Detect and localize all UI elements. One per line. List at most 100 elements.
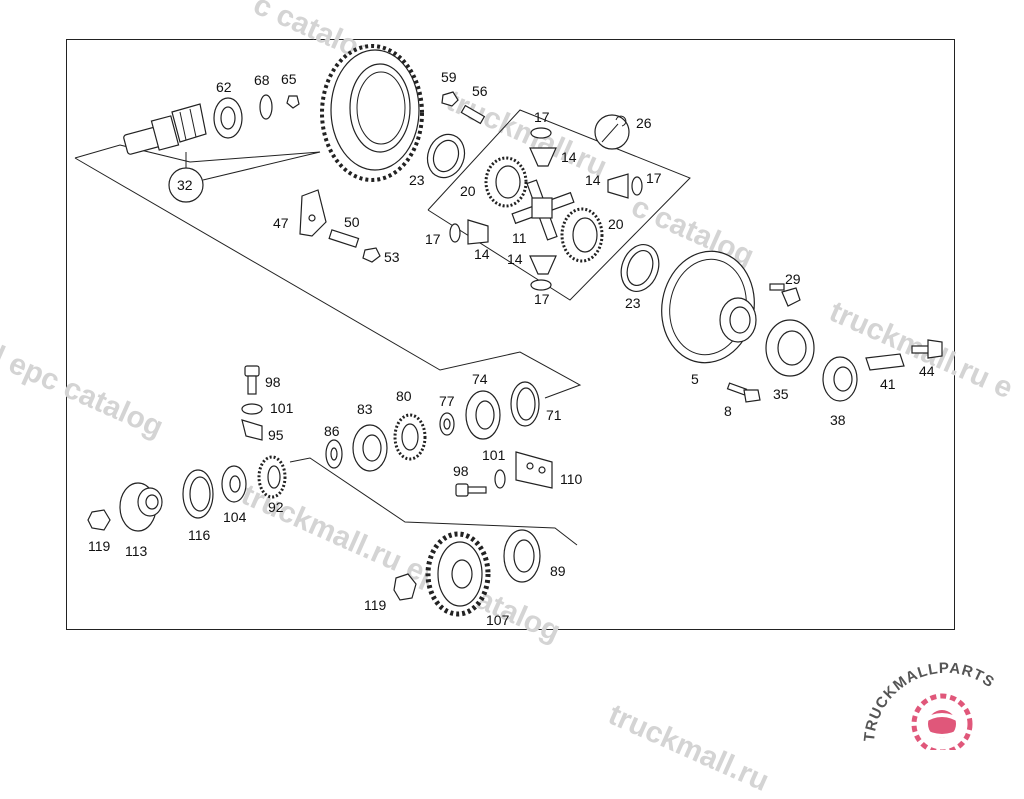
side-gear-20-upper — [484, 156, 528, 208]
label-56: 56 — [472, 83, 488, 99]
label-44: 44 — [919, 363, 935, 379]
bearing-83 — [352, 424, 388, 472]
label-59: 59 — [441, 69, 457, 85]
bolt-8 — [726, 382, 761, 403]
label-104: 104 — [223, 509, 247, 525]
label-119a: 119 — [88, 538, 111, 554]
exploded-parts-diagram: 62 68 65 59 56 32 17 14 26 23 20 14 17 4… — [74, 44, 943, 628]
flange-113 — [119, 482, 163, 532]
truckmall-logo: TRUCKMALLPARTS — [861, 660, 998, 750]
gear-107 — [425, 531, 491, 617]
washer-101-lower — [494, 469, 506, 489]
svg-text:TRUCKMALLPARTS: TRUCKMALLPARTS — [861, 660, 998, 742]
washer-86 — [325, 439, 343, 469]
nut-53 — [362, 247, 381, 263]
bearing-38 — [822, 356, 858, 402]
label-68: 68 — [254, 72, 270, 88]
label-110: 110 — [560, 471, 583, 487]
label-20a: 20 — [460, 183, 476, 199]
bolt-98-lower — [455, 483, 487, 497]
washer-23-lower — [620, 244, 660, 292]
label-74: 74 — [472, 371, 488, 387]
label-89: 89 — [550, 563, 566, 579]
gear-92 — [257, 455, 287, 499]
label-29: 29 — [785, 271, 801, 287]
label-41: 41 — [880, 376, 896, 392]
label-98b: 98 — [453, 463, 469, 479]
washer-17-a — [530, 127, 552, 139]
ring-gear — [320, 44, 424, 182]
label-14d: 14 — [507, 251, 523, 267]
gear-80 — [393, 413, 427, 461]
label-95: 95 — [268, 427, 284, 443]
nut-59 — [441, 91, 459, 107]
stud-50 — [328, 229, 360, 248]
label-113: 113 — [125, 543, 148, 559]
differential-housing — [661, 250, 757, 364]
label-53: 53 — [384, 249, 400, 265]
label-98a: 98 — [265, 374, 281, 390]
side-gear-20-lower — [560, 207, 604, 263]
pinion-shaft — [123, 103, 207, 155]
label-65: 65 — [281, 71, 297, 87]
label-80: 80 — [396, 388, 412, 404]
seal-71 — [510, 381, 540, 427]
label-11: 11 — [512, 230, 527, 246]
part-labels: 62 68 65 59 56 32 17 14 26 23 20 14 17 4… — [88, 69, 935, 628]
label-77: 77 — [439, 393, 455, 409]
label-83: 83 — [357, 401, 373, 417]
label-50: 50 — [344, 214, 360, 230]
label-86: 86 — [324, 423, 340, 439]
label-23b: 23 — [625, 295, 641, 311]
label-35: 35 — [773, 386, 789, 402]
label-17d: 17 — [534, 291, 550, 307]
label-14b: 14 — [585, 172, 601, 188]
shim-68 — [259, 94, 273, 120]
label-20b: 20 — [608, 216, 624, 232]
label-17c: 17 — [425, 231, 441, 247]
wrench-icon — [594, 114, 630, 150]
label-26: 26 — [636, 115, 652, 131]
pinion-14-c — [467, 219, 489, 245]
label-101a: 101 — [270, 400, 294, 416]
label-62: 62 — [216, 79, 232, 95]
pinion-14-a — [529, 147, 557, 167]
label-101b: 101 — [482, 447, 506, 463]
bearing-35 — [765, 319, 815, 377]
washer-77 — [439, 412, 455, 436]
label-38: 38 — [830, 412, 846, 428]
bolt-44 — [911, 339, 943, 359]
label-32: 32 — [177, 177, 193, 193]
logo-text: TRUCKMALLPARTS — [861, 660, 997, 742]
pinion-14-b — [607, 173, 629, 199]
washer-104 — [221, 465, 247, 503]
bracket-47 — [299, 189, 327, 237]
plate-110 — [515, 451, 553, 489]
label-14a: 14 — [561, 149, 577, 165]
clip-41 — [865, 353, 905, 371]
diagram-frame — [66, 39, 955, 630]
label-107: 107 — [486, 612, 510, 628]
label-8: 8 — [724, 403, 732, 419]
label-92: 92 — [268, 499, 284, 515]
bolt-98-upper — [244, 365, 260, 395]
bolt-56 — [460, 104, 486, 125]
washer-17-d — [530, 279, 552, 291]
label-116: 116 — [188, 527, 211, 543]
label-17a: 17 — [534, 109, 550, 125]
nut-119-left — [87, 509, 111, 531]
circle-callout-32 — [168, 151, 321, 203]
bearing-62 — [213, 97, 243, 139]
label-119b: 119 — [364, 597, 387, 613]
washer-23-upper — [426, 133, 466, 179]
bearing-89 — [503, 529, 541, 583]
seal-116 — [182, 469, 214, 519]
bolt-29 — [769, 283, 801, 307]
nut-119-lower — [393, 573, 417, 601]
washer-17-b — [631, 176, 643, 196]
nut-65 — [286, 95, 300, 109]
label-14c: 14 — [474, 246, 490, 262]
washer-101-upper — [241, 403, 263, 415]
label-47: 47 — [273, 215, 289, 231]
label-17b: 17 — [646, 170, 662, 186]
